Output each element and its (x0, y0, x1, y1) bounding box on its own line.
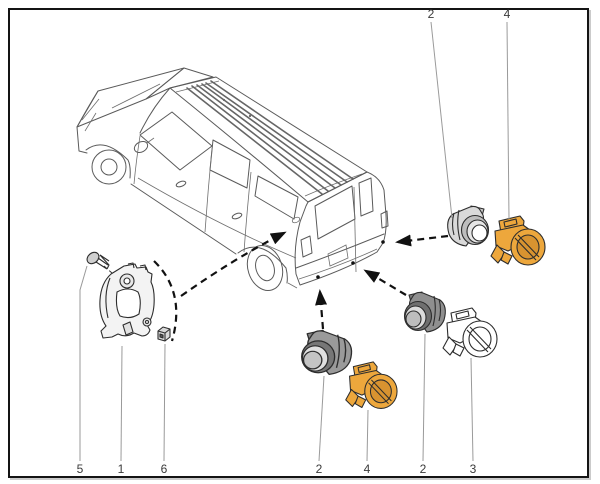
arrow-sensor-to-bumper-left (315, 289, 328, 330)
vehicle-front (76, 67, 214, 154)
leader-4-top (506, 21, 510, 220)
mounting-arrows (153, 231, 449, 342)
rear-sensor-outer (447, 205, 490, 247)
leader-5 (79, 265, 88, 461)
callout-1: 1 (117, 462, 125, 476)
sensor-bracket-inner (345, 361, 398, 409)
callout-2-bottomcenter: 2 (419, 462, 427, 476)
callout-5: 5 (76, 462, 84, 476)
leader-2-bottomcenter (422, 333, 426, 462)
leader-3 (470, 357, 474, 462)
callout-6: 6 (160, 462, 168, 476)
vehicle-wheels (85, 144, 288, 291)
vehicle-rear (287, 171, 389, 289)
arrow-sensor-to-bumper-center (363, 269, 407, 296)
callout-2-bottomleft: 2 (315, 462, 323, 476)
callout-3: 3 (469, 462, 477, 476)
callout-4-bottom: 4 (363, 462, 371, 476)
sensor-bracket-unpainted (442, 307, 498, 358)
leader-2-bottomleft (318, 375, 325, 462)
vehicle-illustration (76, 67, 389, 291)
part-clip (157, 326, 171, 342)
leader-4-bottom (366, 409, 369, 462)
arrow-housing-to-body (180, 231, 287, 297)
rear-sensor-center (403, 291, 446, 333)
bumper-sensor-dots (316, 240, 385, 279)
rear-sensor-inner (301, 329, 353, 376)
callout-4-top: 4 (503, 7, 511, 21)
callout-2-top: 2 (427, 7, 435, 21)
part-screw (86, 251, 122, 282)
leader-6 (163, 343, 166, 462)
vehicle-side (130, 111, 301, 259)
leader-1 (120, 345, 123, 462)
arrow-sensor-to-bumper-right (395, 234, 449, 247)
vehicle-roof (169, 76, 368, 203)
leader-2-top (430, 21, 453, 219)
callout-leader-lines (79, 21, 510, 462)
part-housing (99, 262, 155, 339)
housing-position-arc (153, 260, 178, 342)
sensor-bracket-outer (490, 215, 546, 266)
